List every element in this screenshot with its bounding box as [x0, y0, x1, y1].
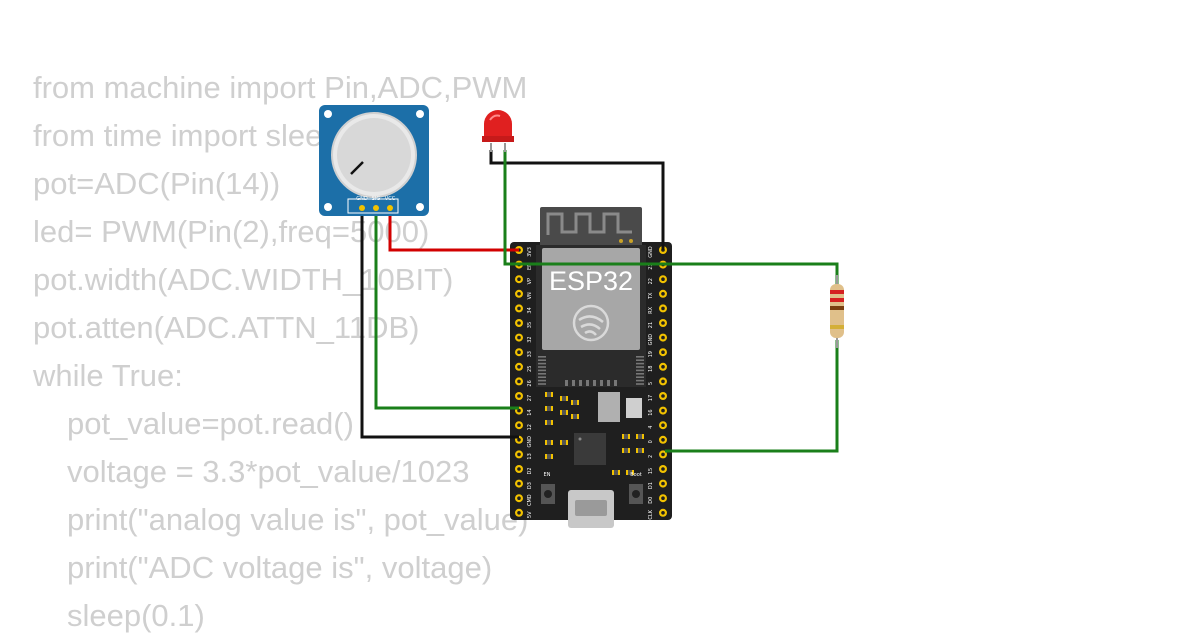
right-pin-label: 21	[648, 322, 654, 328]
code-line: pot.atten(ADC.ATTN_11DB)	[33, 310, 420, 345]
pot-pin[interactable]	[373, 205, 379, 211]
right-pin-label: 17	[648, 395, 654, 401]
antenna-trace	[546, 212, 632, 235]
right-pin-label: 2	[648, 455, 654, 458]
code-line: from machine import Pin,ADC,PWM	[33, 70, 528, 105]
left-pin-label: 13	[527, 453, 533, 459]
rf-shield	[542, 248, 640, 350]
code-line: pot.width(ADC.WIDTH_10BIT)	[33, 262, 454, 297]
right-pin-label: GND	[648, 334, 654, 346]
right-pin-label: D0	[648, 497, 654, 504]
espressif-logo-icon	[572, 304, 610, 342]
code-line: pot_value=pot.read()	[67, 406, 354, 441]
smd-part	[626, 398, 642, 418]
pot-knob[interactable]	[337, 118, 411, 192]
code-line: from time import sleep	[33, 118, 340, 153]
pot-knob-indicator	[350, 161, 364, 175]
wire-resistor-gpio2[interactable]	[665, 340, 839, 453]
right-pin-label: 0	[648, 440, 654, 443]
left-pin-label: 32	[527, 336, 533, 342]
left-pin-label: CMD	[527, 494, 533, 506]
left-pin-label: 12	[527, 424, 533, 430]
potentiometer[interactable]: GND SIG VCC	[319, 105, 429, 216]
wire-gnd-left[interactable]	[360, 210, 519, 439]
right-pin-label: 22	[648, 278, 654, 284]
left-pin-label: 35	[527, 322, 533, 328]
pot-pin-label: VCC	[385, 196, 396, 202]
right-pin-label: 23	[648, 263, 654, 269]
esp32-board[interactable]: ESP32 EN Boot 3V3ENVPVN34353233252627141…	[510, 207, 672, 528]
right-pin-label: 4	[648, 426, 654, 429]
wire-led-gnd[interactable]	[489, 150, 665, 250]
right-pin-label: 16	[648, 409, 654, 415]
code-line: print("ADC voltage is", voltage)	[67, 550, 493, 585]
right-pin-label: TX	[648, 292, 654, 300]
code-line: while True:	[33, 358, 183, 393]
code-line: pot=ADC(Pin(14))	[33, 166, 281, 201]
left-pin-label: 5V	[527, 511, 533, 518]
left-pin-label: D3	[527, 482, 533, 489]
left-pin-label: 3V3	[527, 247, 533, 257]
left-pin-label: 34	[527, 307, 533, 313]
wire-led-resistor[interactable]	[503, 150, 839, 285]
module-pads	[538, 356, 644, 386]
code-line: sleep(0.1)	[67, 598, 205, 633]
chip-label: ESP32	[549, 266, 633, 296]
code-line: voltage = 3.3*pot_value/1023	[67, 454, 470, 489]
right-pin-label: 19	[648, 351, 654, 357]
right-pin-label: 18	[648, 366, 654, 372]
regulator	[598, 392, 620, 422]
pot-pin-label: GND	[356, 196, 368, 202]
code-listing: from machine import Pin,ADC,PWM from time…	[33, 64, 528, 640]
right-pin-label: RX	[648, 306, 654, 313]
left-pin-label: D2	[527, 467, 533, 474]
left-pin-label: 33	[527, 351, 533, 357]
pot-pin-label: SIG	[372, 196, 381, 202]
left-pin-label: VN	[527, 292, 533, 299]
resistor[interactable]	[830, 275, 844, 348]
pot-pin[interactable]	[359, 205, 365, 211]
right-pin-label: 15	[648, 468, 654, 474]
wire-vcc-3v3[interactable]	[388, 210, 519, 252]
en-label: EN	[544, 472, 551, 478]
left-pin-label: VP	[527, 278, 533, 284]
smd-components	[545, 392, 644, 475]
usb-uart-chip	[574, 433, 606, 465]
right-pin-label: D1	[648, 482, 654, 489]
wire-sig-gpio14[interactable]	[374, 210, 519, 410]
left-pin-label: EN	[527, 263, 533, 270]
code-line: print("analog value is", pot_value)	[67, 502, 529, 537]
right-pin-label: CLK	[648, 509, 654, 519]
pot-pin-labels: GND SIG VCC	[356, 196, 396, 211]
left-pin-label: 27	[527, 395, 533, 401]
right-pin-label: 5	[648, 382, 654, 385]
left-pin-label: GND	[527, 436, 533, 448]
left-pin-label: 26	[527, 380, 533, 386]
left-pin-label: 25	[527, 366, 533, 372]
left-pin-label: 14	[527, 409, 533, 415]
pot-pin[interactable]	[387, 205, 393, 211]
led[interactable]	[482, 110, 514, 152]
right-pin-label: GND	[648, 246, 654, 258]
boot-label: Boot	[630, 472, 642, 478]
